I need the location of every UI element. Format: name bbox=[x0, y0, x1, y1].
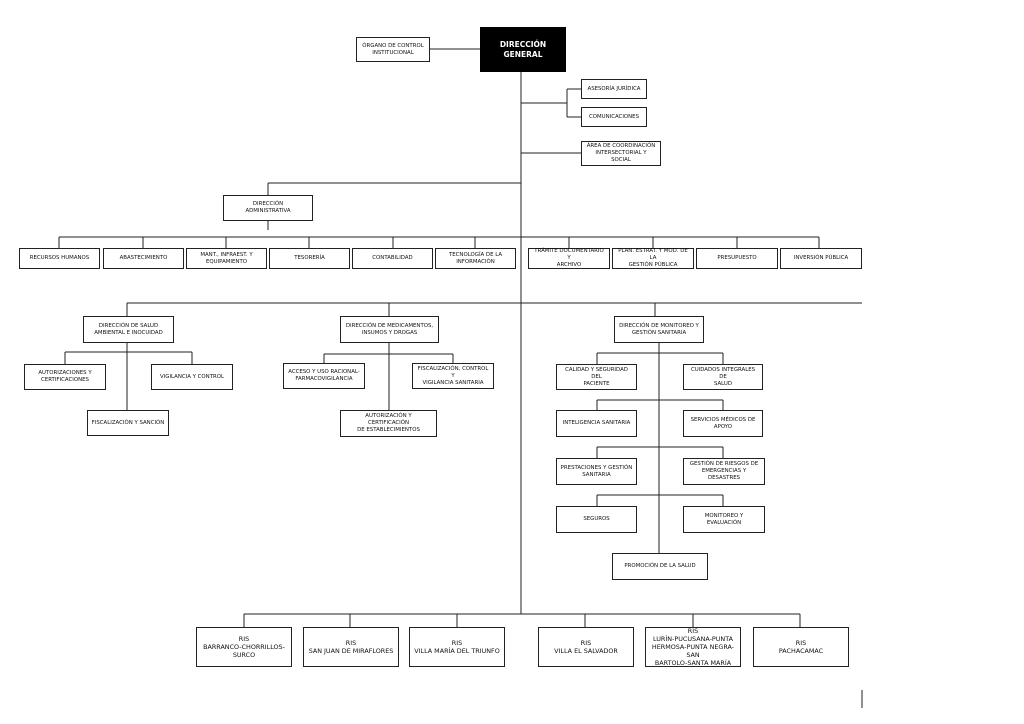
presupuesto-box[interactable]: PRESUPUESTO bbox=[696, 248, 778, 269]
direccion-salud-ambiental-box[interactable]: DIRECCIÓN DE SALUD AMBIENTAL E INOCUIDAD bbox=[83, 316, 174, 343]
direccion-monitoreo-box[interactable]: DIRECCIÓN DE MONITOREO Y GESTIÓN SANITAR… bbox=[614, 316, 704, 343]
cuidados-integrales-box[interactable]: CUIDADOS INTEGRALES DE SALUD bbox=[683, 364, 763, 390]
servicios-medicos-box[interactable]: SERVICIOS MÉDICOS DE APOYO bbox=[683, 410, 763, 437]
tramite-box[interactable]: TRÁMITE DOCUMENTARIO Y ARCHIVO bbox=[528, 248, 610, 269]
ris-villa-el-salvador-box[interactable]: RIS VILLA EL SALVADOR bbox=[538, 627, 634, 667]
prestaciones-gestion-box[interactable]: PRESTACIONES Y GESTIÓN SANITARIA bbox=[556, 458, 637, 485]
ris-san-juan-box[interactable]: RIS SAN JUAN DE MIRAFLORES bbox=[303, 627, 399, 667]
ris-barranco-box[interactable]: RIS BARRANCO-CHORRILLOS- SURCO bbox=[196, 627, 292, 667]
organo-control-box[interactable]: ÓRGANO DE CONTROL INSTITUCIONAL bbox=[356, 37, 430, 62]
mant-infraest-box[interactable]: MANT., INFRAEST. Y EQUIPAMIENTO bbox=[186, 248, 267, 269]
coordinacion-box[interactable]: ÁREA DE COORDINACIÓN INTERSECTORIAL Y SO… bbox=[581, 141, 661, 166]
inteligencia-sanitaria-box[interactable]: INTELIGENCIA SANITARIA bbox=[556, 410, 637, 437]
autorizaciones-certificaciones-box[interactable]: AUTORIZACIONES Y CERTIFICACIONES bbox=[24, 364, 106, 390]
contabilidad-box[interactable]: CONTABILIDAD bbox=[352, 248, 433, 269]
ris-villa-maria-box[interactable]: RIS VILLA MARÍA DEL TRIUNFO bbox=[409, 627, 505, 667]
direccion-medicamentos-box[interactable]: DIRECCIÓN DE MEDICAMENTOS, INSUMOS Y DRO… bbox=[340, 316, 439, 343]
asesoria-juridica-box[interactable]: ASESORÍA JURÍDICA bbox=[581, 79, 647, 99]
abastecimiento-box[interactable]: ABASTECIMIENTO bbox=[103, 248, 184, 269]
vigilancia-control-box[interactable]: VIGILANCIA Y CONTROL bbox=[151, 364, 233, 390]
promocion-salud-box[interactable]: PROMOCIÓN DE LA SALUD bbox=[612, 553, 708, 580]
inversion-publica-box[interactable]: INVERSIÓN PÚBLICA bbox=[780, 248, 862, 269]
fiscalizacion-control-box[interactable]: FISCALIZACIÓN, CONTROL Y VIGILANCIA SANI… bbox=[412, 363, 494, 389]
recursos-humanos-box[interactable]: RECURSOS HUMANOS bbox=[19, 248, 100, 269]
fiscalizacion-sancion-box[interactable]: FISCALIZACIÓN Y SANCIÓN bbox=[87, 410, 169, 436]
direccion-general-box[interactable]: DIRECCIÓN GENERAL bbox=[480, 27, 566, 72]
tesoreria-box[interactable]: TESORERÍA bbox=[269, 248, 350, 269]
planeamiento-box[interactable]: PLAN. ESTRAT. Y MOD. DE LA GESTIÓN PÚBLI… bbox=[612, 248, 694, 269]
acceso-uso-racional-box[interactable]: ACCESO Y USO RACIONAL- FARMACOVIGILANCIA bbox=[283, 363, 365, 389]
seguros-box[interactable]: SEGUROS bbox=[556, 506, 637, 533]
monitoreo-evaluacion-box[interactable]: MONITOREO Y EVALUACIÓN bbox=[683, 506, 765, 533]
ris-pachacamac-box[interactable]: RIS PACHACAMAC bbox=[753, 627, 849, 667]
direccion-administrativa-box[interactable]: DIRECCIÓN ADMINISTRATIVA bbox=[223, 195, 313, 221]
autorizacion-certificacion-box[interactable]: AUTORIZACIÓN Y CERTIFICACIÓN DE ESTABLEC… bbox=[340, 410, 437, 437]
ris-lurin-box[interactable]: RIS LURÍN-PUCUSANA-PUNTA HERMOSA-PUNTA N… bbox=[645, 627, 741, 667]
comunicaciones-box[interactable]: COMUNICACIONES bbox=[581, 107, 647, 127]
gestion-riesgos-box[interactable]: GESTIÓN DE RIESGOS DE EMERGENCIAS Y DESA… bbox=[683, 458, 765, 485]
calidad-seguridad-box[interactable]: CALIDAD Y SEGURIDAD DEL PACIENTE bbox=[556, 364, 637, 390]
tecnologia-box[interactable]: TECNOLOGÍA DE LA INFORMACIÓN bbox=[435, 248, 516, 269]
